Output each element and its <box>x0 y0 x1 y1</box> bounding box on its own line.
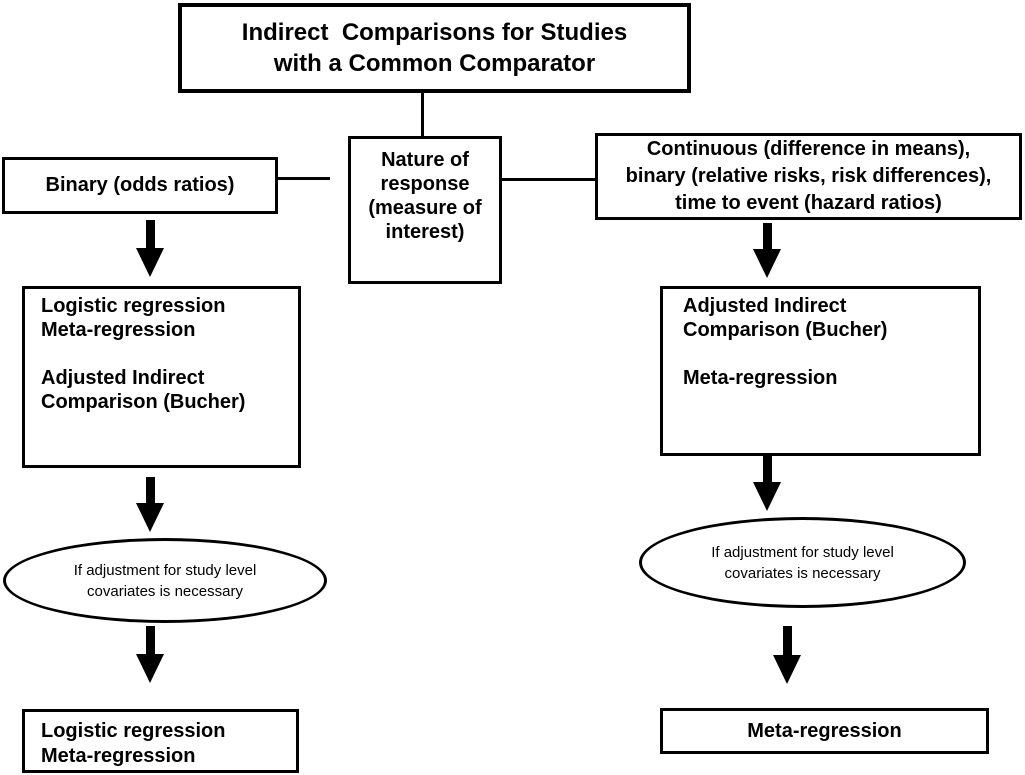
arrow-shaft <box>145 626 155 654</box>
arrow-head <box>136 248 164 277</box>
right-methods-box: Adjusted Indirect Comparison (Bucher) Me… <box>660 286 981 456</box>
left-condition-ellipse: If adjustment for study level covariates… <box>3 538 327 623</box>
arrow-shaft <box>762 455 772 482</box>
right-final-label: Meta-regression <box>747 719 902 742</box>
arrow-head <box>753 249 781 278</box>
left-methods-box: Logistic regression Meta-regression Adju… <box>22 286 301 468</box>
nature-of-response-box: Nature of response (measure of interest) <box>348 136 502 284</box>
binary-odds-ratios-box: Binary (odds ratios) <box>2 157 278 214</box>
binary-odds-ratios-label: Binary (odds ratios) <box>45 174 235 196</box>
arrow-shaft <box>145 477 155 503</box>
down-arrow-right-3 <box>773 626 801 684</box>
arrow-head <box>753 482 781 511</box>
down-arrow-right-2 <box>753 455 781 511</box>
left-condition-label: If adjustment for study level covariates… <box>73 561 257 600</box>
connector-nature-to-continuous <box>501 178 595 181</box>
connector-title-to-nature <box>421 92 424 137</box>
arrow-head <box>136 654 164 683</box>
connector-binary-to-nature <box>277 177 330 180</box>
down-arrow-left-1 <box>136 220 164 277</box>
left-methods-label: Logistic regression Meta-regression Adju… <box>41 295 246 413</box>
diagram-title: Indirect Comparisons for Studies with a … <box>241 19 628 77</box>
title-box: Indirect Comparisons for Studies with a … <box>178 3 691 93</box>
right-final-box: Meta-regression <box>660 708 989 754</box>
continuous-outcomes-label: Continuous (difference in means), binary… <box>625 138 992 214</box>
right-condition-ellipse: If adjustment for study level covariates… <box>639 517 966 608</box>
right-condition-label: If adjustment for study level covariates… <box>711 543 894 582</box>
down-arrow-left-2 <box>136 477 164 532</box>
arrow-shaft <box>782 626 792 655</box>
arrow-head <box>773 655 801 684</box>
arrow-shaft <box>762 223 772 249</box>
left-final-box: Logistic regression Meta-regression <box>22 709 299 773</box>
down-arrow-right-1 <box>753 223 781 278</box>
left-final-label: Logistic regression Meta-regression <box>41 720 226 767</box>
arrow-shaft <box>145 220 155 248</box>
continuous-outcomes-box: Continuous (difference in means), binary… <box>595 133 1022 220</box>
right-methods-label: Adjusted Indirect Comparison (Bucher) Me… <box>683 295 888 389</box>
down-arrow-left-3 <box>136 626 164 683</box>
nature-of-response-label: Nature of response (measure of interest) <box>368 149 482 243</box>
arrow-head <box>136 503 164 532</box>
